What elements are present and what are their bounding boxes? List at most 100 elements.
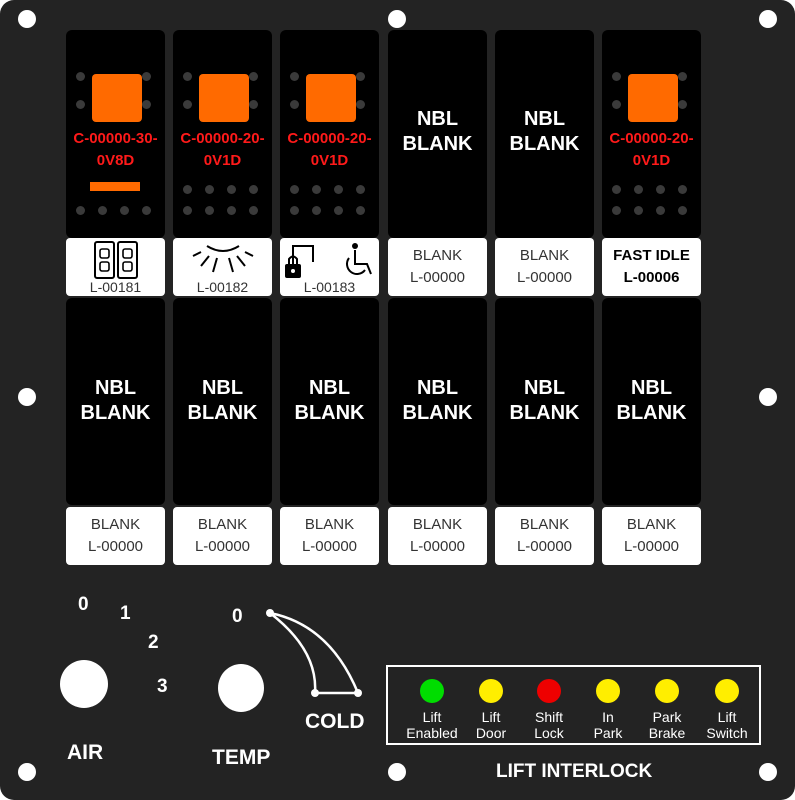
blank-switch-line-2: BLANK [402, 133, 473, 155]
legend-label: L-00183 [280, 238, 379, 296]
lamp-label-line-1: Shift [534, 709, 563, 725]
indicator-bar [90, 182, 140, 191]
indicator-dot [612, 100, 621, 109]
part-number-line-1: C-00000-30- [73, 130, 158, 147]
rocker-switch[interactable]: C-00000-20- 0V1D [602, 30, 701, 238]
rocker-switch[interactable]: C-00000-20-0V1D [280, 30, 379, 238]
part-number-line-2: 0V1D [632, 152, 671, 169]
air-position-0: 0 [78, 594, 89, 615]
indicator-dot [656, 185, 665, 194]
door-icon [66, 240, 165, 285]
indicator-dot [120, 206, 129, 215]
legend-label: L-00181 [66, 238, 165, 296]
part-number-line-1: C-00000-20- [609, 130, 694, 147]
legend-code: L-00182 [196, 279, 249, 295]
legend-line-1: BLANK [626, 516, 677, 533]
indicator-dot [312, 206, 321, 215]
indicator-dot [678, 72, 687, 81]
legend-line-1: BLANK [519, 247, 570, 264]
rocker-button[interactable] [306, 74, 356, 122]
indicator-dot [356, 72, 365, 81]
blank-switch-line-2: BLANK [294, 402, 365, 424]
air-knob[interactable] [60, 660, 108, 708]
blank-switch-line-2: BLANK [187, 402, 258, 424]
indicator-dot [290, 100, 299, 109]
indicator-dot [205, 185, 214, 194]
indicator-dot [290, 185, 299, 194]
air-position-1: 1 [120, 603, 131, 624]
indicator-dot [678, 185, 687, 194]
lamp-label-line-1: Park [652, 709, 682, 725]
rocker-button[interactable] [199, 74, 249, 122]
indicator-dot [183, 206, 192, 215]
indicator-dot [356, 100, 365, 109]
blank-switch-line-1: NBL [630, 377, 673, 399]
lamp-label-line-2: Switch [706, 725, 748, 741]
mounting-hole [388, 763, 406, 781]
indicator-dot [356, 206, 365, 215]
rocker-switch[interactable]: C-00000-30- 0V8D [66, 30, 165, 238]
blank-switch-line-2: BLANK [616, 402, 687, 424]
indicator-dot [142, 100, 151, 109]
blank-switch-line-1: NBL [416, 108, 459, 130]
blank-switch: NBL BLANK [173, 298, 272, 505]
indicator-lamp [420, 679, 444, 703]
lift-interlock-title: LIFT INTERLOCK [496, 761, 653, 782]
lift-interlock-frame [386, 665, 761, 745]
indicator-lamp [479, 679, 503, 703]
legend-line-2: L-00000 [194, 538, 251, 555]
blank-switch: NBL BLANK [280, 298, 379, 505]
legend-line-1: FAST IDLE [613, 247, 690, 264]
part-number: C-00000-20-0V1D [280, 128, 379, 172]
indicator-dot [183, 185, 192, 194]
rocker-button[interactable] [628, 74, 678, 122]
legend-line-1: BLANK [519, 516, 570, 533]
light-icon [173, 240, 272, 285]
legend-line-1: BLANK [90, 516, 141, 533]
lamp-label-line-1: In [602, 709, 614, 725]
legend-line-2: L-00000 [516, 269, 573, 286]
legend-line-2: L-00000 [623, 538, 680, 555]
mounting-hole [18, 763, 36, 781]
indicator-dot [634, 206, 643, 215]
blank-switch-line-2: BLANK [80, 402, 151, 424]
mounting-hole [759, 763, 777, 781]
part-number-line-2: 0V1D [310, 152, 349, 169]
indicator-dot [76, 100, 85, 109]
legend-line-2: L-00000 [409, 269, 466, 286]
indicator-dot [612, 185, 621, 194]
indicator-lamp [537, 679, 561, 703]
legend-code: L-00181 [89, 279, 142, 295]
lamp-label-line-1: Lift [481, 709, 501, 725]
temp-label: TEMP [212, 746, 271, 769]
part-number: C-00000-20-0V1D [173, 128, 272, 172]
indicator-dot [227, 185, 236, 194]
air-position-2: 2 [148, 632, 159, 653]
blank-switch-line-1: NBL [308, 377, 351, 399]
cold-label: COLD [305, 710, 365, 733]
indicator-dot [76, 72, 85, 81]
rocker-switch[interactable]: C-00000-20-0V1D [173, 30, 272, 238]
blank-switch-line-1: NBL [523, 377, 566, 399]
indicator-dot [249, 185, 258, 194]
rocker-button[interactable] [92, 74, 142, 122]
part-number-line-2: 0V8D [96, 152, 135, 169]
lamp-label-line-2: Door [475, 725, 507, 741]
blank-switch-line-1: NBL [201, 377, 244, 399]
blank-switch-line-1: NBL [94, 377, 137, 399]
blank-switch: NBL BLANK [66, 298, 165, 505]
temp-knob[interactable] [218, 664, 264, 712]
blank-switch-text: NBL BLANK [173, 376, 272, 426]
legend-line-2: L-00000 [301, 538, 358, 555]
blank-switch-line-2: BLANK [509, 133, 580, 155]
blank-switch-text: NBL BLANK [388, 107, 487, 157]
lamp-label-line-2: Lock [534, 725, 564, 741]
